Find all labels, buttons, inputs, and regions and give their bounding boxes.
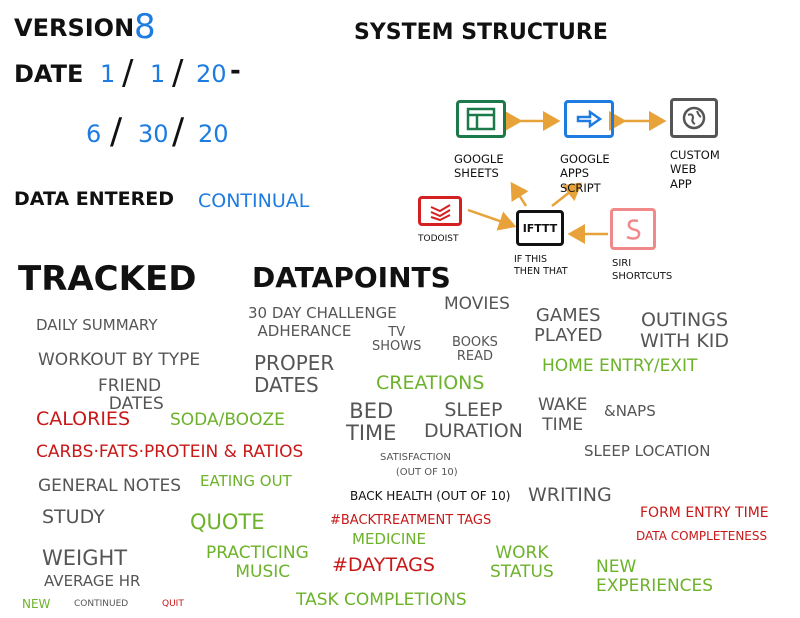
item-writing: Writing: [528, 484, 612, 506]
structure-title: System Structure: [354, 20, 608, 45]
ifttt-icon: IFTTT: [516, 210, 564, 246]
item-outings: Outings with Kid: [640, 309, 730, 352]
date-end-year: 20: [198, 120, 229, 148]
date-start-day: 1: [150, 60, 166, 88]
item-bed-time: Bed Time: [346, 399, 397, 446]
item-quote: Quote: [190, 510, 265, 534]
legend-quit: Quit: [162, 599, 184, 609]
date-label: Date: [14, 60, 84, 88]
item-friend-dates: Friend Dates: [98, 376, 164, 414]
item-satisfaction: Satisfaction (out of 10): [380, 452, 458, 478]
date-end-day: 30: [138, 120, 169, 148]
date-sep: /: [172, 111, 185, 152]
item-carbs: Carbs·Fats·Protein & Ratios: [36, 442, 304, 462]
version-value: 8: [134, 7, 156, 47]
item-calories: Calories: [36, 408, 130, 430]
item-sleep-location: Sleep Location: [584, 442, 711, 460]
item-practicing-music: Practicing Music: [206, 543, 309, 582]
data-entered-value: Continual: [198, 190, 310, 212]
item-workout: Workout by Type: [38, 350, 201, 370]
siri-label: Siri Shortcuts: [612, 258, 673, 282]
item-tv-shows: TV Shows: [372, 325, 422, 354]
item-sleep-duration: Sleep Duration: [424, 399, 523, 442]
version-label: Version: [14, 14, 135, 42]
custom-web-app-label: Custom Web App: [670, 148, 720, 191]
sheets-label: Google Sheets: [454, 152, 504, 181]
arrow-todoist-ifttt: [467, 208, 517, 231]
legend-new: New: [22, 597, 51, 611]
node-custom-web-app: [670, 98, 718, 138]
node-google-sheets: [456, 100, 506, 138]
item-work-status: Work Status: [490, 543, 554, 582]
item-general-notes: General Notes: [38, 476, 182, 496]
shortcuts-icon: [610, 208, 656, 250]
todoist-icon: [418, 196, 462, 226]
item-back-treatment-tags: #BackTreatment Tags: [330, 513, 492, 528]
node-todoist: [418, 196, 462, 226]
item-proper-dates: Proper Dates: [254, 351, 335, 397]
node-siri-shortcuts: [610, 208, 656, 250]
web-app-icon: [670, 98, 718, 138]
ifttt-label: If this then that: [514, 254, 568, 277]
item-books-read: Books Read: [452, 335, 498, 364]
item-wake-time: Wake Time: [538, 395, 588, 435]
item-creations: Creations: [376, 372, 485, 394]
date-sep: /: [110, 111, 123, 152]
item-data-completeness: Data Completeness: [636, 529, 768, 543]
item-home-entry: Home Entry/Exit: [542, 356, 698, 376]
arrow-ifttt-sheets: [510, 181, 529, 207]
item-study: Study: [42, 506, 105, 528]
date-sep: /: [122, 53, 134, 93]
item-day-tags: #DayTags: [332, 554, 435, 576]
item-eating-out: Eating Out: [200, 472, 292, 490]
date-range-dash: -: [230, 56, 241, 86]
date-start-month: 1: [100, 60, 116, 88]
date-start-year: 20: [196, 60, 227, 88]
item-new-experiences: New Experiences: [596, 557, 714, 596]
date-sep: /: [172, 53, 184, 93]
item-challenge: 30 Day Challenge Adherance: [248, 304, 397, 340]
data-entered-label: Data Entered: [14, 188, 175, 210]
item-task-completions: Task Completions: [296, 590, 467, 610]
item-daily-summary: Daily Summary: [36, 316, 158, 334]
item-average-hr: Average HR: [44, 572, 141, 590]
apps-script-icon: [564, 100, 614, 138]
date-end-month: 6: [86, 120, 102, 148]
arrow-ifttt-script: [551, 182, 582, 207]
tracked-title-a: Tracked: [18, 259, 197, 299]
node-apps-script: [564, 100, 614, 138]
apps-script-label: Google Apps Script: [560, 152, 610, 195]
legend-continued: Continued: [74, 599, 129, 609]
item-form-entry-time: Form Entry Time: [640, 505, 769, 521]
item-weight: Weight: [42, 546, 128, 570]
todoist-label: Todoist: [418, 234, 459, 244]
sheets-icon: [456, 100, 506, 138]
item-soda-booze: Soda/Booze: [170, 410, 285, 430]
item-naps: &Naps: [604, 402, 656, 420]
item-games-played: Games Played: [534, 305, 603, 346]
item-movies: Movies: [444, 294, 510, 314]
node-ifttt: IFTTT: [516, 210, 564, 246]
tracked-title-b: Datapoints: [252, 261, 451, 294]
item-medicine: Medicine: [352, 530, 426, 548]
item-back-health: Back Health (out of 10): [350, 489, 511, 503]
